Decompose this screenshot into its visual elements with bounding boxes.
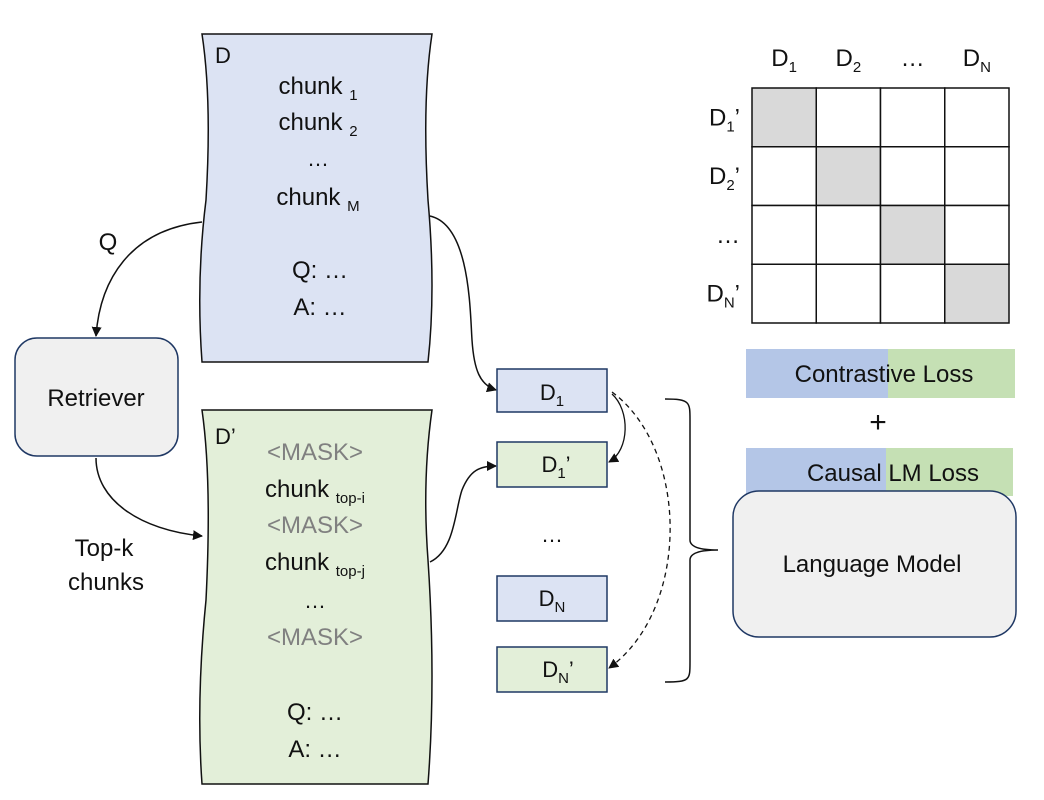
document-d-prime-ellipsis: … xyxy=(304,588,326,613)
box-d1-label: D1 xyxy=(540,380,564,410)
matrix-row-header: DN’ xyxy=(706,281,740,312)
arrow-d-to-d1 xyxy=(429,215,497,393)
box-d1: D1 xyxy=(496,368,608,413)
matrix-col-header: D1 xyxy=(771,45,797,76)
box-dn-prime-label: DN’ xyxy=(542,657,574,687)
matrix-row-header: D1’ xyxy=(709,104,740,135)
document-d: D chunk 1 chunk 2 … chunk M Q: … A: … xyxy=(199,33,433,363)
matrix-cell-diagonal xyxy=(751,87,817,148)
matrix-cell-diagonal xyxy=(879,204,946,265)
contrastive-loss-bar: Contrastive Loss xyxy=(746,349,1015,398)
box-d1-prime-label: D1’ xyxy=(541,452,570,482)
matrix-cell xyxy=(815,263,882,324)
document-d-prime-question: Q: … xyxy=(287,699,343,726)
matrix-cell xyxy=(879,263,946,324)
matrix-cell xyxy=(879,146,946,207)
matrix-cell xyxy=(815,87,882,148)
box-dn-label: DN xyxy=(539,586,566,616)
box-dn: DN xyxy=(496,575,608,622)
matrix-row-header: … xyxy=(716,222,740,249)
arrow-label-topk-1: Top-k xyxy=(75,535,135,562)
grouping-brace xyxy=(664,398,719,683)
boxes-ellipsis: … xyxy=(541,522,563,547)
document-d-answer: A: … xyxy=(293,294,346,321)
document-d-chunk-1: chunk 1 xyxy=(278,73,357,104)
matrix-row-header: D2’ xyxy=(709,163,740,194)
matrix-col-header: DN xyxy=(963,45,991,76)
matrix-cell xyxy=(751,146,817,207)
arrow-dprime-to-d1prime xyxy=(429,461,497,563)
document-d-prime-answer: A: … xyxy=(288,736,341,763)
chunk-top-i: chunk top-i xyxy=(265,476,365,507)
document-d-label: D xyxy=(215,43,231,68)
document-d-shape xyxy=(199,33,433,363)
matrix-cell xyxy=(751,263,817,324)
arrow-label-q: Q xyxy=(99,229,118,256)
contrastive-loss-label: Contrastive Loss xyxy=(795,361,974,388)
language-model: Language Model xyxy=(732,490,1017,638)
matrix-cell-diagonal xyxy=(815,146,882,207)
causal-lm-loss-label: Causal LM Loss xyxy=(807,460,979,487)
document-d-ellipsis: … xyxy=(307,146,329,171)
mask-token-1: <MASK> xyxy=(267,439,363,466)
document-d-chunk-2: chunk 2 xyxy=(278,109,357,140)
document-d-question: Q: … xyxy=(292,257,348,284)
similarity-matrix: D1 D2 … DN D1’ D2’ … DN’ xyxy=(706,45,1010,324)
retriever-label: Retriever xyxy=(47,385,144,412)
mask-token-3: <MASK> xyxy=(267,624,363,651)
matrix-cell xyxy=(815,204,882,265)
arrow-d1-to-d1prime xyxy=(608,393,626,463)
box-d1-prime: D1’ xyxy=(496,441,608,488)
arrow-query xyxy=(91,221,203,337)
arrow-topk xyxy=(95,457,203,541)
chunk-top-j: chunk top-j xyxy=(265,549,365,580)
matrix-cell xyxy=(944,146,1010,207)
matrix-cell xyxy=(751,204,817,265)
language-model-label: Language Model xyxy=(783,551,962,578)
matrix-cell xyxy=(944,87,1010,148)
matrix-col-header: … xyxy=(901,45,925,72)
matrix-cell xyxy=(879,87,946,148)
causal-lm-loss-bar: Causal LM Loss xyxy=(746,448,1013,496)
matrix-col-header: D2 xyxy=(836,45,862,76)
document-d-chunk-m: chunk M xyxy=(276,184,359,215)
retriever-box xyxy=(14,337,179,457)
retriever: Retriever xyxy=(14,337,179,457)
arrow-d1-to-dnprime-dashed xyxy=(608,391,671,669)
document-d-prime: D’ <MASK> chunk top-i <MASK> chunk top-j… xyxy=(199,409,433,785)
plus-sign: + xyxy=(869,406,887,439)
mask-token-2: <MASK> xyxy=(267,512,363,539)
arrow-label-topk-2: chunks xyxy=(68,569,144,596)
document-d-prime-label: D’ xyxy=(215,424,236,449)
document-d-prime-shape xyxy=(199,409,433,785)
matrix-cell-diagonal xyxy=(944,263,1010,324)
box-dn-prime: DN’ xyxy=(496,646,608,693)
matrix-cell xyxy=(944,204,1010,265)
